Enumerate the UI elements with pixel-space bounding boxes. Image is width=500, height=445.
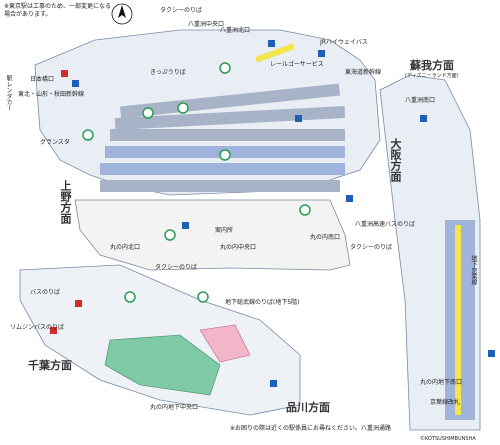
- credit: ©KOTSUSHIMBUNSHA: [420, 436, 476, 442]
- elevator-icon: [346, 195, 353, 202]
- construction-note: ※東京駅は工事のため、一部変更になる場合があります。: [4, 3, 112, 18]
- label-taxi-mid: タクシーのりば: [350, 244, 393, 251]
- label-yaesu-central: 八重洲中央口: [188, 21, 225, 28]
- no-smoking-icon: [124, 291, 136, 303]
- no-smoking-icon: [177, 102, 189, 114]
- label-gransta: グランスタ: [40, 139, 70, 146]
- elevator-icon: [268, 40, 275, 47]
- green-platform: [104, 334, 221, 396]
- icon-markers: [82, 62, 311, 303]
- no-smoking-icon: [142, 107, 154, 119]
- bottom-note: ※お困りの際は近くの駅係員にお尋ねください。八重洲通路: [230, 425, 392, 432]
- bus-markers: [50, 70, 82, 334]
- platform-group: [100, 83, 346, 192]
- direction-chiba: 千葉方面: [28, 359, 72, 372]
- elevator-icon: [72, 80, 79, 87]
- compass-icon: [111, 3, 133, 25]
- label-nihonbashi: 日本橋口: [30, 76, 55, 83]
- facility-markers: [72, 40, 495, 387]
- keiyo-platform-yellow: [455, 225, 461, 415]
- no-smoking-icon: [299, 204, 311, 216]
- concourse-middle: [74, 199, 351, 271]
- parking-icon: [75, 300, 82, 307]
- label-yaesu-south: 八重洲南口: [405, 97, 436, 104]
- label-rentacar: 駅レンタカー: [5, 75, 12, 111]
- no-smoking-icon: [82, 129, 94, 141]
- label-sobu-line: 地下総武線のりば(地下5階): [225, 299, 300, 306]
- label-ticket: きっぷうりば: [150, 69, 186, 76]
- direction-ueno: 上野方面: [59, 180, 72, 224]
- label-highway-bus: JRハイウェイバス: [320, 39, 368, 46]
- toilet-icon: [295, 115, 302, 122]
- parking-icon: [50, 327, 57, 334]
- label-marunouchi-north: 丸の内北口: [110, 244, 141, 251]
- toilet-icon: [420, 115, 427, 122]
- direction-soga-sub: (ディズニーランド方面): [405, 73, 459, 79]
- label-taxi-top: タクシーのりば: [160, 7, 203, 14]
- toilet-icon: [488, 350, 495, 357]
- label-bus: バスのりば: [30, 289, 61, 296]
- label-limousine: リムジンバスのりば: [10, 324, 65, 331]
- label-yaesu-bus: 八重洲高速バスのりば: [355, 221, 416, 228]
- label-shinkansen-tohoku: 東北・山形・秋田新幹線: [18, 91, 85, 98]
- label-shinkansen-tokaido: 東海道新幹線: [345, 69, 382, 76]
- label-yaesu-north: 八重洲北口: [220, 27, 251, 34]
- no-smoking-icon: [219, 62, 231, 74]
- no-smoking-icon: [164, 229, 176, 241]
- toilet-icon: [182, 222, 189, 229]
- direction-soga: 蘇我方面: [410, 59, 454, 72]
- direction-osaka: 大阪方面: [389, 138, 402, 182]
- elevator-icon: [270, 380, 277, 387]
- direction-shinagawa: 品川方面: [286, 401, 330, 414]
- label-keiyo-gate: 京葉線改札: [430, 399, 461, 406]
- label-marunouchi-underground: 丸の内地下中央口: [150, 404, 199, 411]
- parking-icon: [61, 70, 68, 77]
- toilet-icon: [318, 50, 325, 57]
- label-marunouchi-central: 丸の内中央口: [220, 244, 257, 251]
- pink-area: [199, 324, 251, 363]
- label-info: 案内所: [215, 227, 234, 234]
- label-taxi-bottom: タクシーのりば: [155, 264, 198, 271]
- label-marunouchi-underground-south: 丸の内地下南口: [420, 379, 463, 386]
- label-marunouchi-south: 丸の内南口: [310, 234, 341, 241]
- label-rail-service: レールゴーサービス: [270, 61, 324, 68]
- label-keiyo-underground: 地下京葉線: [470, 255, 477, 285]
- no-smoking-icon: [197, 291, 209, 303]
- no-smoking-icon: [219, 149, 231, 161]
